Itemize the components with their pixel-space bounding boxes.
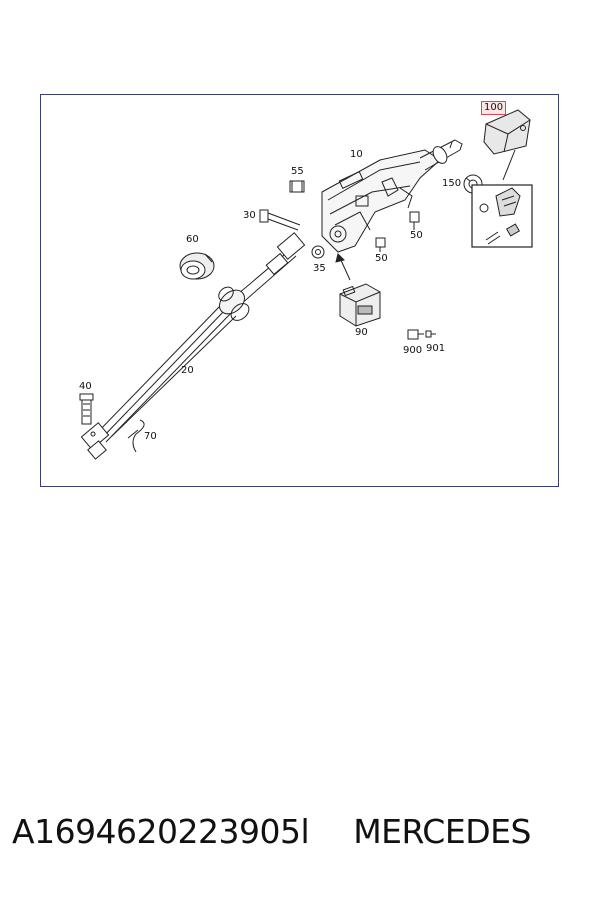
upper-u-joint: [265, 232, 306, 276]
callout-150: 150: [442, 178, 462, 189]
callout-40: 40: [79, 381, 92, 392]
steering-column-body: [321, 149, 441, 253]
washer-35: [311, 245, 325, 259]
detail-box: [471, 184, 533, 248]
bearing-60: [179, 252, 215, 280]
caption: A1694620223905l MERCEDES: [12, 812, 592, 851]
bolt-30: [259, 209, 301, 231]
shaft-boot: [218, 286, 250, 321]
connector-900: [407, 329, 436, 340]
bolt-40: [79, 393, 94, 425]
callout-70: 70: [144, 431, 157, 442]
part-number: A1694620223905l: [12, 812, 310, 851]
callout-20: 20: [181, 365, 194, 376]
cover-100: [483, 109, 531, 181]
upper-steering-shaft: [419, 139, 463, 171]
bolts-50: [375, 211, 420, 252]
callout-50-upper: 50: [410, 230, 423, 241]
callout-90: 90: [355, 327, 368, 338]
clip-70: [127, 419, 145, 453]
clip-55: [289, 180, 305, 193]
callout-10: 10: [350, 149, 363, 160]
callout-100: 100: [481, 101, 507, 115]
lower-u-joint: [80, 422, 110, 460]
callout-35: 35: [313, 263, 326, 274]
callout-50-lower: 50: [375, 253, 388, 264]
callout-901: 901: [426, 343, 446, 354]
callout-55: 55: [291, 166, 304, 177]
callout-60: 60: [186, 234, 199, 245]
callout-900: 900: [403, 345, 423, 356]
brand-name: MERCEDES: [353, 812, 531, 851]
callout-30: 30: [243, 210, 256, 221]
control-module-90: [339, 283, 381, 327]
assembly-arrow: [335, 253, 351, 281]
